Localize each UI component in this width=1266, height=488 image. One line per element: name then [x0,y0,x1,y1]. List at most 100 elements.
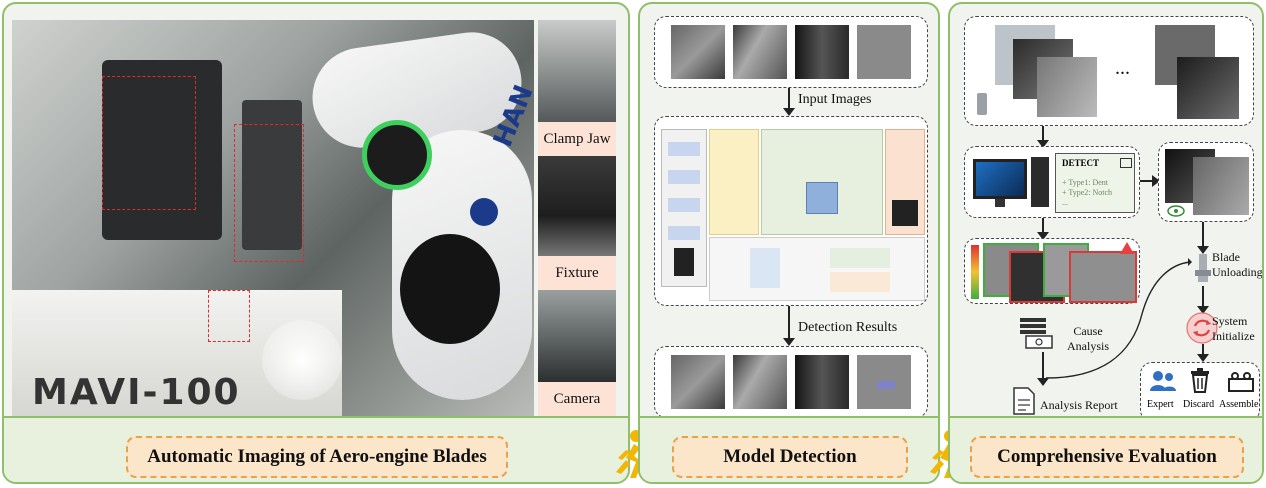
robot-end-effector [400,234,500,344]
arrow-head-2 [783,338,795,346]
arrow-input-to-model [788,88,790,110]
highlight-box-camera [102,76,196,210]
dfam-module-block [709,237,925,301]
heat-scale-bar [971,245,979,299]
left-panel-caption: Automatic Imaging of Aero-engine Blades [126,436,508,478]
result-thumb-3 [795,355,849,409]
tag-camera: Camera [538,382,616,416]
pc-tower-icon [1031,157,1049,207]
neck-fpn-block [709,129,759,235]
input-thumb-3 [795,25,849,79]
result-thumb-4 [857,355,911,409]
action-expert-label: Expert [1147,399,1174,410]
left-panel: MAVI-100 HAN Clamp Jaw Fixture Camera Au… [2,2,630,484]
backbone-layer-2 [668,170,700,184]
dfam-subblock-2 [830,248,890,268]
aggregation-module-block [761,129,883,235]
input-thumb-2 [733,25,787,79]
system-initialize-label: System Initialize [1212,314,1255,343]
arrow-detect-to-defects [1042,218,1044,234]
action-discard-label: Discard [1183,399,1215,410]
assemble-icon [1228,372,1254,392]
camera-assembly [102,60,222,240]
warning-icon [1120,242,1134,254]
result-thumb-1 [671,355,725,409]
right-panel-caption: Comprehensive Evaluation [970,436,1244,478]
analysis-report-label: Analysis Report [1040,398,1118,412]
cause-analysis-icon [1020,318,1053,349]
network-diagram-box [654,116,928,306]
robot-logo-icon [470,198,498,226]
machine-photo: MAVI-100 HAN [12,20,540,416]
detection-head-block [885,129,925,235]
detect-line-1: + Type1: Dent [1062,178,1109,187]
discard-icon [1191,368,1209,393]
tag-clamp-jaw: Clamp Jaw [538,122,616,156]
backbone-block [661,129,707,287]
blade-unloading-icon [1195,254,1211,282]
feedback-curve-arrow [1045,258,1192,379]
detect-line-3: ... [1062,198,1068,207]
arrow-head-4 [1152,175,1160,187]
arrow-defects-to-report [1042,352,1044,380]
arrow-stack-to-detect [1042,126,1044,142]
detail-strip: Clamp Jaw Fixture Camera [538,20,616,416]
arrow-detect-to-ok [1140,180,1154,182]
expert-icon [1150,371,1176,391]
detection-results-label: Detection Results [798,320,898,335]
input-images-box [654,16,928,88]
arrow-init-to-actions [1202,344,1204,356]
highlight-box-fixture [208,290,250,342]
detect-window: DETECT + Type1: Dent + Type2: Notch ... [1055,153,1135,213]
arrow-model-to-results [788,306,790,340]
camera-photo [538,290,616,382]
result-defect-mark [877,381,895,389]
detection-results-box [654,346,928,418]
defect-thumb-4 [1069,251,1137,303]
head-output-thumb [892,200,918,226]
arrow-head-1 [783,108,795,116]
input-images-label: Input Images [798,92,872,107]
dfam-subblock-1 [750,248,780,288]
image-stack-box: ... [964,16,1254,126]
monitor-icon [973,159,1027,199]
light-flare [262,320,342,400]
arrow-head-8 [1197,306,1209,314]
detect-line-2: + Type2: Notch [1062,188,1113,197]
feature-cube-icon [806,182,838,214]
detect-title: DETECT [1062,158,1100,168]
detect-window-icon [1120,158,1132,168]
arrow-head-9 [1197,354,1209,362]
detect-box: DETECT + Type1: Dent + Type2: Notch ... [964,146,1140,218]
blade-unloading-label: Blade Unloading [1212,250,1263,279]
monitor-stand [995,199,1005,207]
stack-thumb-5 [1177,57,1239,119]
robot-joint [362,120,432,190]
ok-result-box [1158,142,1254,222]
backbone-layer-4 [668,226,700,240]
backbone-layer-3 [668,198,700,212]
fixture-photo [538,156,616,256]
machine-model-text: MAVI-100 [32,372,241,413]
highlight-box-clamp [234,124,304,262]
stack-thumb-3 [1037,57,1097,117]
blade-icon-top [977,93,987,115]
arrow-unload-to-init [1202,286,1204,308]
input-image-thumb [674,248,694,276]
arrow-head-5 [1037,232,1049,240]
clamp-assembly [242,100,302,250]
middle-panel: Input Images Detection Results [638,2,940,484]
arrow-ok-to-unload [1202,222,1204,248]
report-icon [1013,387,1035,415]
arrow-head-7 [1197,246,1209,254]
input-thumb-4 [857,25,911,79]
ok-thumb-2 [1193,157,1249,215]
ok-cloud-icon [1167,205,1185,217]
defect-set-box [964,238,1140,304]
result-thumb-2 [733,355,787,409]
action-assemble-label: Assemble [1219,399,1259,410]
system-initialize-icon [1186,312,1218,344]
tag-fixture: Fixture [538,256,616,290]
backbone-layer-1 [668,142,700,156]
right-panel: ... DETECT + Type1: Dent + Type2: Notch … [948,2,1264,484]
